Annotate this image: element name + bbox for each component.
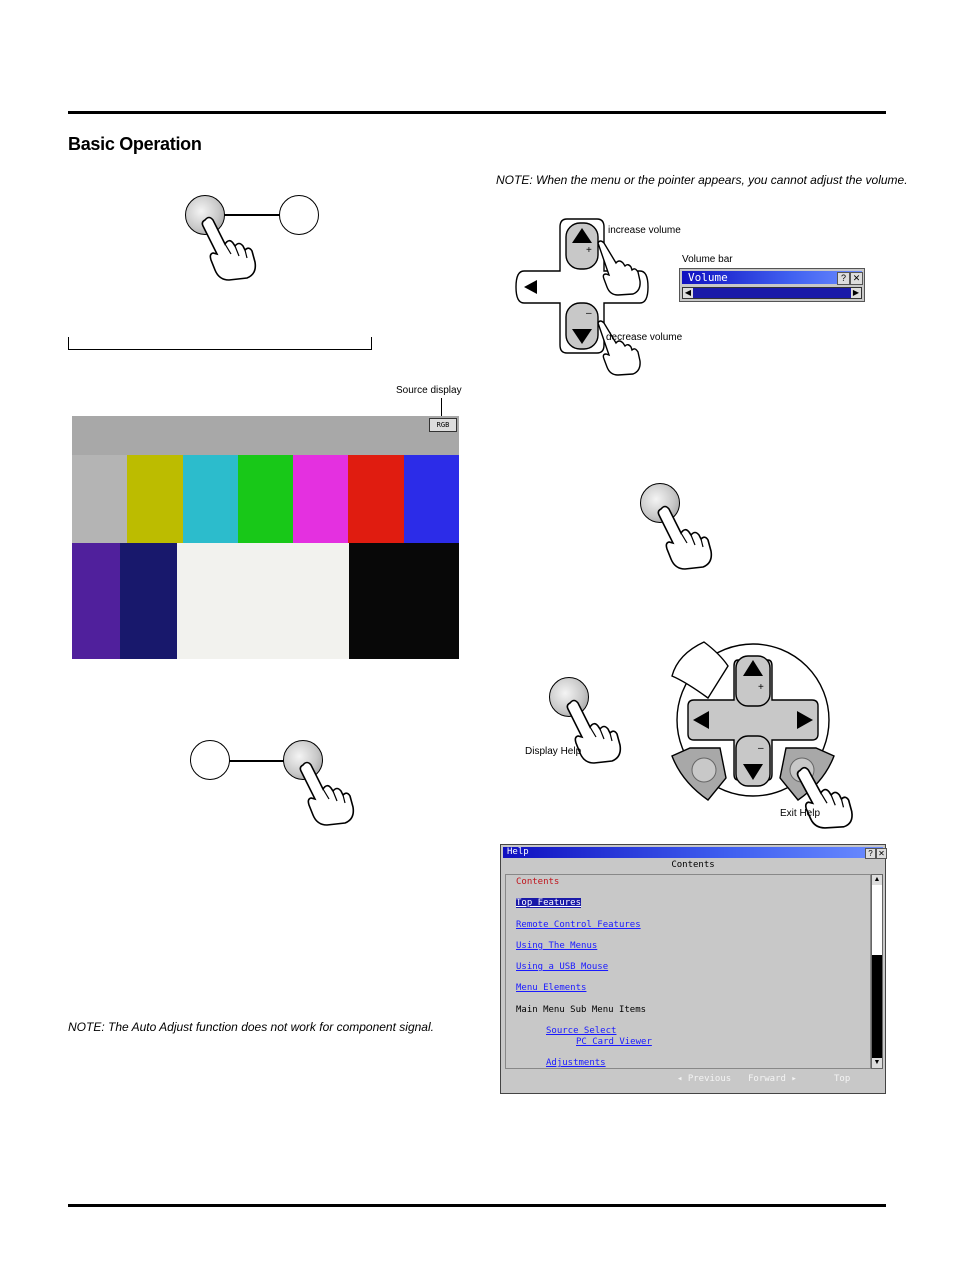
display-help-label: Display Help bbox=[525, 746, 582, 757]
arrow-left-icon[interactable]: ◀ bbox=[683, 288, 693, 298]
minus-sign: – bbox=[586, 308, 592, 319]
bar-white bbox=[177, 543, 349, 659]
source-display-leader bbox=[441, 398, 442, 418]
hand-pointer-icon bbox=[796, 766, 853, 829]
forward-button[interactable]: Forward ▸ bbox=[748, 1074, 797, 1084]
top-button[interactable]: Top bbox=[834, 1074, 851, 1084]
decrease-volume-label: decrease volume bbox=[606, 332, 683, 343]
exit-help-label: Exit Help bbox=[780, 808, 821, 819]
increase-volume-label: increase volume bbox=[608, 225, 681, 236]
help-topic-item: Contents bbox=[516, 877, 560, 887]
note-auto-adjust: NOTE: The Auto Adjust function does not … bbox=[68, 1020, 434, 1034]
connector-line bbox=[228, 760, 286, 762]
arrow-down-icon[interactable]: ▼ bbox=[872, 1058, 882, 1068]
volume-bar-label: Volume bar bbox=[682, 254, 733, 265]
volume-bar-title: Volume bbox=[682, 271, 862, 284]
up-key[interactable] bbox=[565, 222, 599, 270]
help-topic-item[interactable]: Menu Elements bbox=[516, 983, 587, 994]
button-outline[interactable] bbox=[279, 195, 319, 235]
top-rule bbox=[68, 111, 886, 114]
help-window-header: Contents bbox=[671, 860, 715, 870]
help-question-icon[interactable]: ? bbox=[865, 848, 876, 859]
down-key[interactable] bbox=[565, 302, 599, 350]
hand-pointer-icon bbox=[566, 699, 622, 764]
help-scrollbar[interactable]: ▲ ▼ bbox=[871, 874, 883, 1069]
arrow-left-icon bbox=[524, 280, 537, 294]
direction-pad bbox=[515, 218, 649, 376]
plus-sign: + bbox=[758, 682, 764, 693]
help-question-icon[interactable]: ? bbox=[837, 272, 850, 285]
volume-slider-track[interactable]: ◀ ▶ bbox=[682, 287, 862, 299]
help-topic-item[interactable]: Top Features bbox=[516, 898, 582, 909]
plus-sign: + bbox=[586, 245, 592, 256]
help-topic-item[interactable]: Remote Control Features bbox=[516, 919, 641, 930]
help-window-titlebar: Help bbox=[503, 847, 883, 858]
hand-pointer-icon bbox=[657, 505, 713, 570]
down-key[interactable] bbox=[735, 735, 771, 787]
bar-purple bbox=[72, 543, 120, 659]
note-volume: NOTE: When the menu or the pointer appea… bbox=[496, 173, 908, 187]
minus-sign: – bbox=[758, 743, 764, 754]
bar-red bbox=[348, 455, 404, 543]
color-bars-top bbox=[72, 455, 459, 543]
up-key[interactable] bbox=[735, 655, 771, 707]
bar-yellow bbox=[127, 455, 183, 543]
color-bars-bottom bbox=[72, 543, 459, 659]
arrow-down-icon bbox=[572, 329, 592, 344]
arrow-up-icon bbox=[743, 660, 763, 676]
close-x-icon[interactable]: ✕ bbox=[850, 272, 863, 285]
close-x-icon[interactable]: ✕ bbox=[876, 848, 887, 859]
bar-black bbox=[349, 543, 459, 659]
hand-pointer-icon bbox=[201, 216, 257, 281]
connector-line bbox=[224, 214, 282, 216]
bar-cyan bbox=[182, 455, 238, 543]
bar-blue bbox=[403, 455, 459, 543]
remote-control-pad bbox=[671, 641, 835, 801]
source-display-label: Source display bbox=[396, 385, 462, 396]
bar-green bbox=[237, 455, 294, 543]
arrow-up-icon bbox=[572, 228, 592, 243]
previous-button[interactable]: ◂ Previous bbox=[677, 1074, 732, 1084]
help-topic-item[interactable]: Source Select bbox=[546, 1026, 617, 1037]
bar-magenta bbox=[293, 455, 349, 543]
arrow-right-icon bbox=[797, 711, 813, 729]
hand-pointer-icon bbox=[299, 761, 355, 826]
volume-bar-title-text: Volume bbox=[688, 271, 728, 284]
source-badge: RGB bbox=[429, 418, 457, 432]
arrow-down-icon bbox=[743, 764, 763, 780]
menu-key[interactable] bbox=[671, 641, 729, 700]
button-outline[interactable] bbox=[190, 740, 230, 780]
help-topic-item[interactable]: Using a USB Mouse bbox=[516, 962, 609, 973]
help-topic-item[interactable]: PC Card Viewer bbox=[576, 1037, 652, 1048]
help-topic-item[interactable]: Adjustments bbox=[546, 1058, 606, 1069]
help-topic-item[interactable]: Using The Menus bbox=[516, 940, 598, 951]
volume-bar-window[interactable]: Volume ? ✕ ◀ ▶ bbox=[679, 268, 865, 302]
bar-gray bbox=[72, 455, 128, 543]
bottom-rule bbox=[68, 1204, 886, 1207]
arrow-right-icon[interactable]: ▶ bbox=[851, 288, 861, 298]
help-topic-item: Main Menu Sub Menu Items bbox=[516, 1004, 647, 1015]
bar-navy bbox=[120, 543, 177, 659]
test-pattern-screen: RGB bbox=[72, 416, 459, 659]
bracket-box bbox=[68, 337, 372, 350]
help-window-title: Help bbox=[507, 847, 529, 857]
scrollbar-thumb[interactable] bbox=[872, 955, 882, 1058]
arrow-left-icon bbox=[693, 711, 709, 729]
section-title: Basic Operation bbox=[68, 134, 202, 154]
arrow-up-icon[interactable]: ▲ bbox=[872, 875, 882, 885]
